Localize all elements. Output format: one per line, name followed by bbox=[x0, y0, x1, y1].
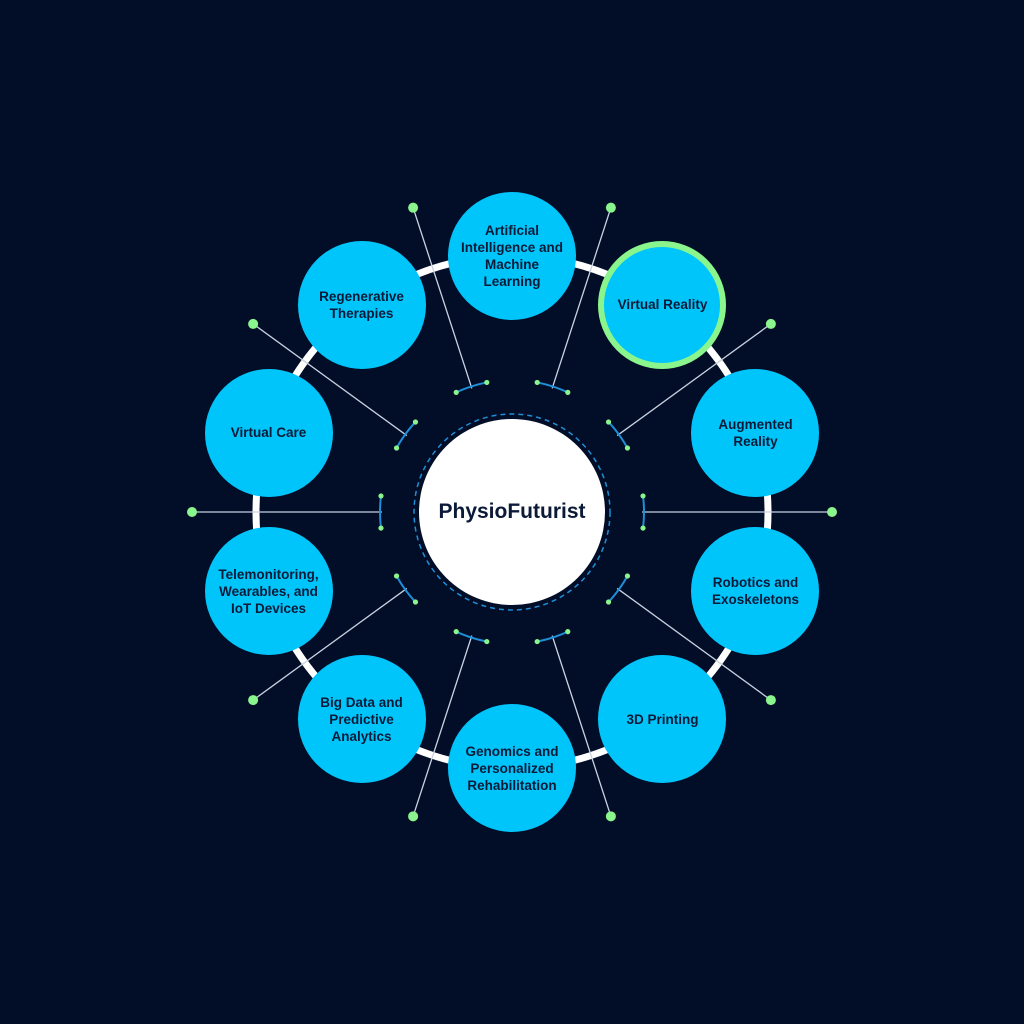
connector-line bbox=[252, 587, 408, 701]
node-label: Robotics and Exoskeletons bbox=[711, 575, 799, 608]
connector-bracket-end bbox=[565, 629, 571, 635]
inner-dashed-ring bbox=[413, 413, 611, 611]
node-label: Telemonitoring, Wearables, and IoT Devic… bbox=[218, 566, 319, 616]
node-label: Augmented Reality bbox=[718, 416, 793, 449]
connector-dot bbox=[248, 695, 259, 706]
connectors bbox=[187, 202, 837, 822]
connector-bracket-end bbox=[624, 445, 631, 451]
connector-bracket bbox=[642, 495, 645, 529]
center-hub: PhysioFuturist bbox=[419, 419, 605, 605]
node-label: Virtual Care bbox=[230, 425, 307, 441]
connector-bracket bbox=[536, 381, 569, 394]
connector-bracket-end bbox=[412, 419, 419, 425]
connector-bracket-end bbox=[565, 389, 571, 395]
node-regenerative-therapies[interactable]: Regenerative Therapies bbox=[297, 240, 426, 369]
node-label: 3D Printing bbox=[626, 711, 699, 727]
connector-line bbox=[616, 587, 772, 701]
connector-bracket-end bbox=[534, 379, 540, 386]
connector-bracket bbox=[536, 630, 569, 643]
connector-bracket bbox=[395, 421, 417, 449]
connector-bracket bbox=[455, 381, 488, 394]
node-label: Genomics and Personalized Rehabilitation bbox=[465, 743, 559, 793]
connector-dot bbox=[408, 811, 419, 822]
connector-line bbox=[551, 635, 612, 817]
connector-bracket-end bbox=[453, 389, 459, 395]
node-big-data[interactable]: Big Data and Predictive Analytics bbox=[297, 655, 426, 784]
connector-bracket-end bbox=[534, 638, 540, 645]
node-genomics[interactable]: Genomics and Personalized Rehabilitation bbox=[448, 704, 576, 832]
connector-bracket-end bbox=[453, 629, 459, 635]
connector-dot bbox=[605, 811, 616, 822]
connector-dot bbox=[765, 318, 776, 329]
connector-bracket-end bbox=[605, 419, 612, 425]
connector-line bbox=[412, 635, 473, 817]
connector-bracket-end bbox=[484, 638, 490, 645]
node-label: Big Data and Predictive Analytics bbox=[320, 694, 403, 744]
connector-line bbox=[616, 323, 772, 437]
connector-bracket-end bbox=[484, 379, 490, 386]
node-augmented-reality[interactable]: Augmented Reality bbox=[691, 368, 820, 497]
connector-dot bbox=[605, 202, 616, 213]
connector-bracket-end bbox=[412, 599, 419, 605]
connector-bracket bbox=[607, 421, 629, 449]
connector-dot bbox=[408, 202, 419, 213]
node-virtual-care[interactable]: Virtual Care bbox=[204, 368, 333, 497]
node-robotics-exoskeletons[interactable]: Robotics and Exoskeletons bbox=[691, 527, 820, 656]
connector-bracket-end bbox=[640, 493, 646, 499]
connector-bracket-end bbox=[605, 599, 612, 605]
node-label: Virtual Reality bbox=[617, 297, 708, 313]
connector-bracket-end bbox=[640, 525, 646, 531]
connector-line bbox=[412, 207, 473, 389]
connector-bracket-end bbox=[378, 493, 384, 499]
connector-line bbox=[252, 323, 408, 437]
connector-bracket-end bbox=[393, 445, 400, 451]
node-label: Regenerative Therapies bbox=[319, 288, 404, 321]
connector-bracket bbox=[379, 495, 382, 529]
connector-dot bbox=[765, 695, 776, 706]
connector-bracket-end bbox=[378, 525, 384, 531]
connector-bracket bbox=[607, 575, 629, 603]
connector-dot bbox=[827, 507, 837, 517]
connector-line bbox=[551, 207, 612, 389]
node-telemonitoring[interactable]: Telemonitoring, Wearables, and IoT Devic… bbox=[204, 527, 333, 656]
node-artificial-intelligence[interactable]: Artificial Intelligence and Machine Lear… bbox=[448, 192, 576, 320]
center-title: PhysioFuturist bbox=[438, 500, 586, 523]
connector-bracket-end bbox=[393, 573, 400, 579]
node-virtual-reality[interactable]: Virtual Reality bbox=[598, 240, 727, 369]
connector-bracket-end bbox=[624, 573, 631, 579]
node-label: Artificial Intelligence and Machine Lear… bbox=[460, 223, 564, 289]
connector-bracket bbox=[455, 630, 488, 643]
connector-dot bbox=[187, 507, 197, 517]
connector-bracket bbox=[395, 575, 417, 603]
node-3d-printing[interactable]: 3D Printing bbox=[598, 655, 727, 784]
connector-dot bbox=[248, 318, 259, 329]
